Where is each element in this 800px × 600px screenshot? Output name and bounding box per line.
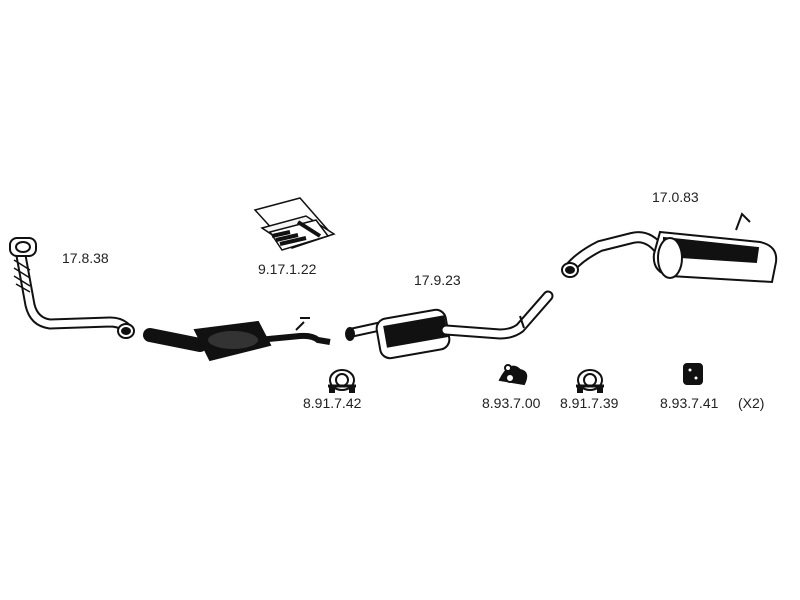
part-label-clamp-b: 8.91.7.39 (560, 395, 619, 411)
mounting-kit-drawing (253, 197, 336, 251)
catalytic-converter-drawing (143, 317, 331, 362)
part-label-center-silencer: 17.9.23 (414, 272, 461, 288)
part-label-rear-silencer: 17.0.83 (652, 189, 699, 205)
clamp-a-drawing (328, 369, 356, 393)
rubber-hanger-a-drawing (498, 364, 528, 386)
clamp-b-drawing (576, 369, 604, 393)
front-pipe-drawing (9, 237, 135, 339)
part-label-clamp-a: 8.91.7.42 (303, 395, 362, 411)
part-label-rubber-hanger-a: 8.93.7.00 (482, 395, 541, 411)
center-silencer-drawing (345, 290, 554, 360)
rubber-hanger-b-drawing (683, 363, 703, 385)
quantity-note-rubber-hanger-b: (X2) (738, 395, 765, 411)
rear-silencer-drawing (561, 212, 778, 284)
part-label-front-pipe: 17.8.38 (62, 250, 109, 266)
part-label-rubber-hanger-b: 8.93.7.41 (660, 395, 719, 411)
part-label-mounting-kit: 9.17.1.22 (258, 261, 317, 277)
